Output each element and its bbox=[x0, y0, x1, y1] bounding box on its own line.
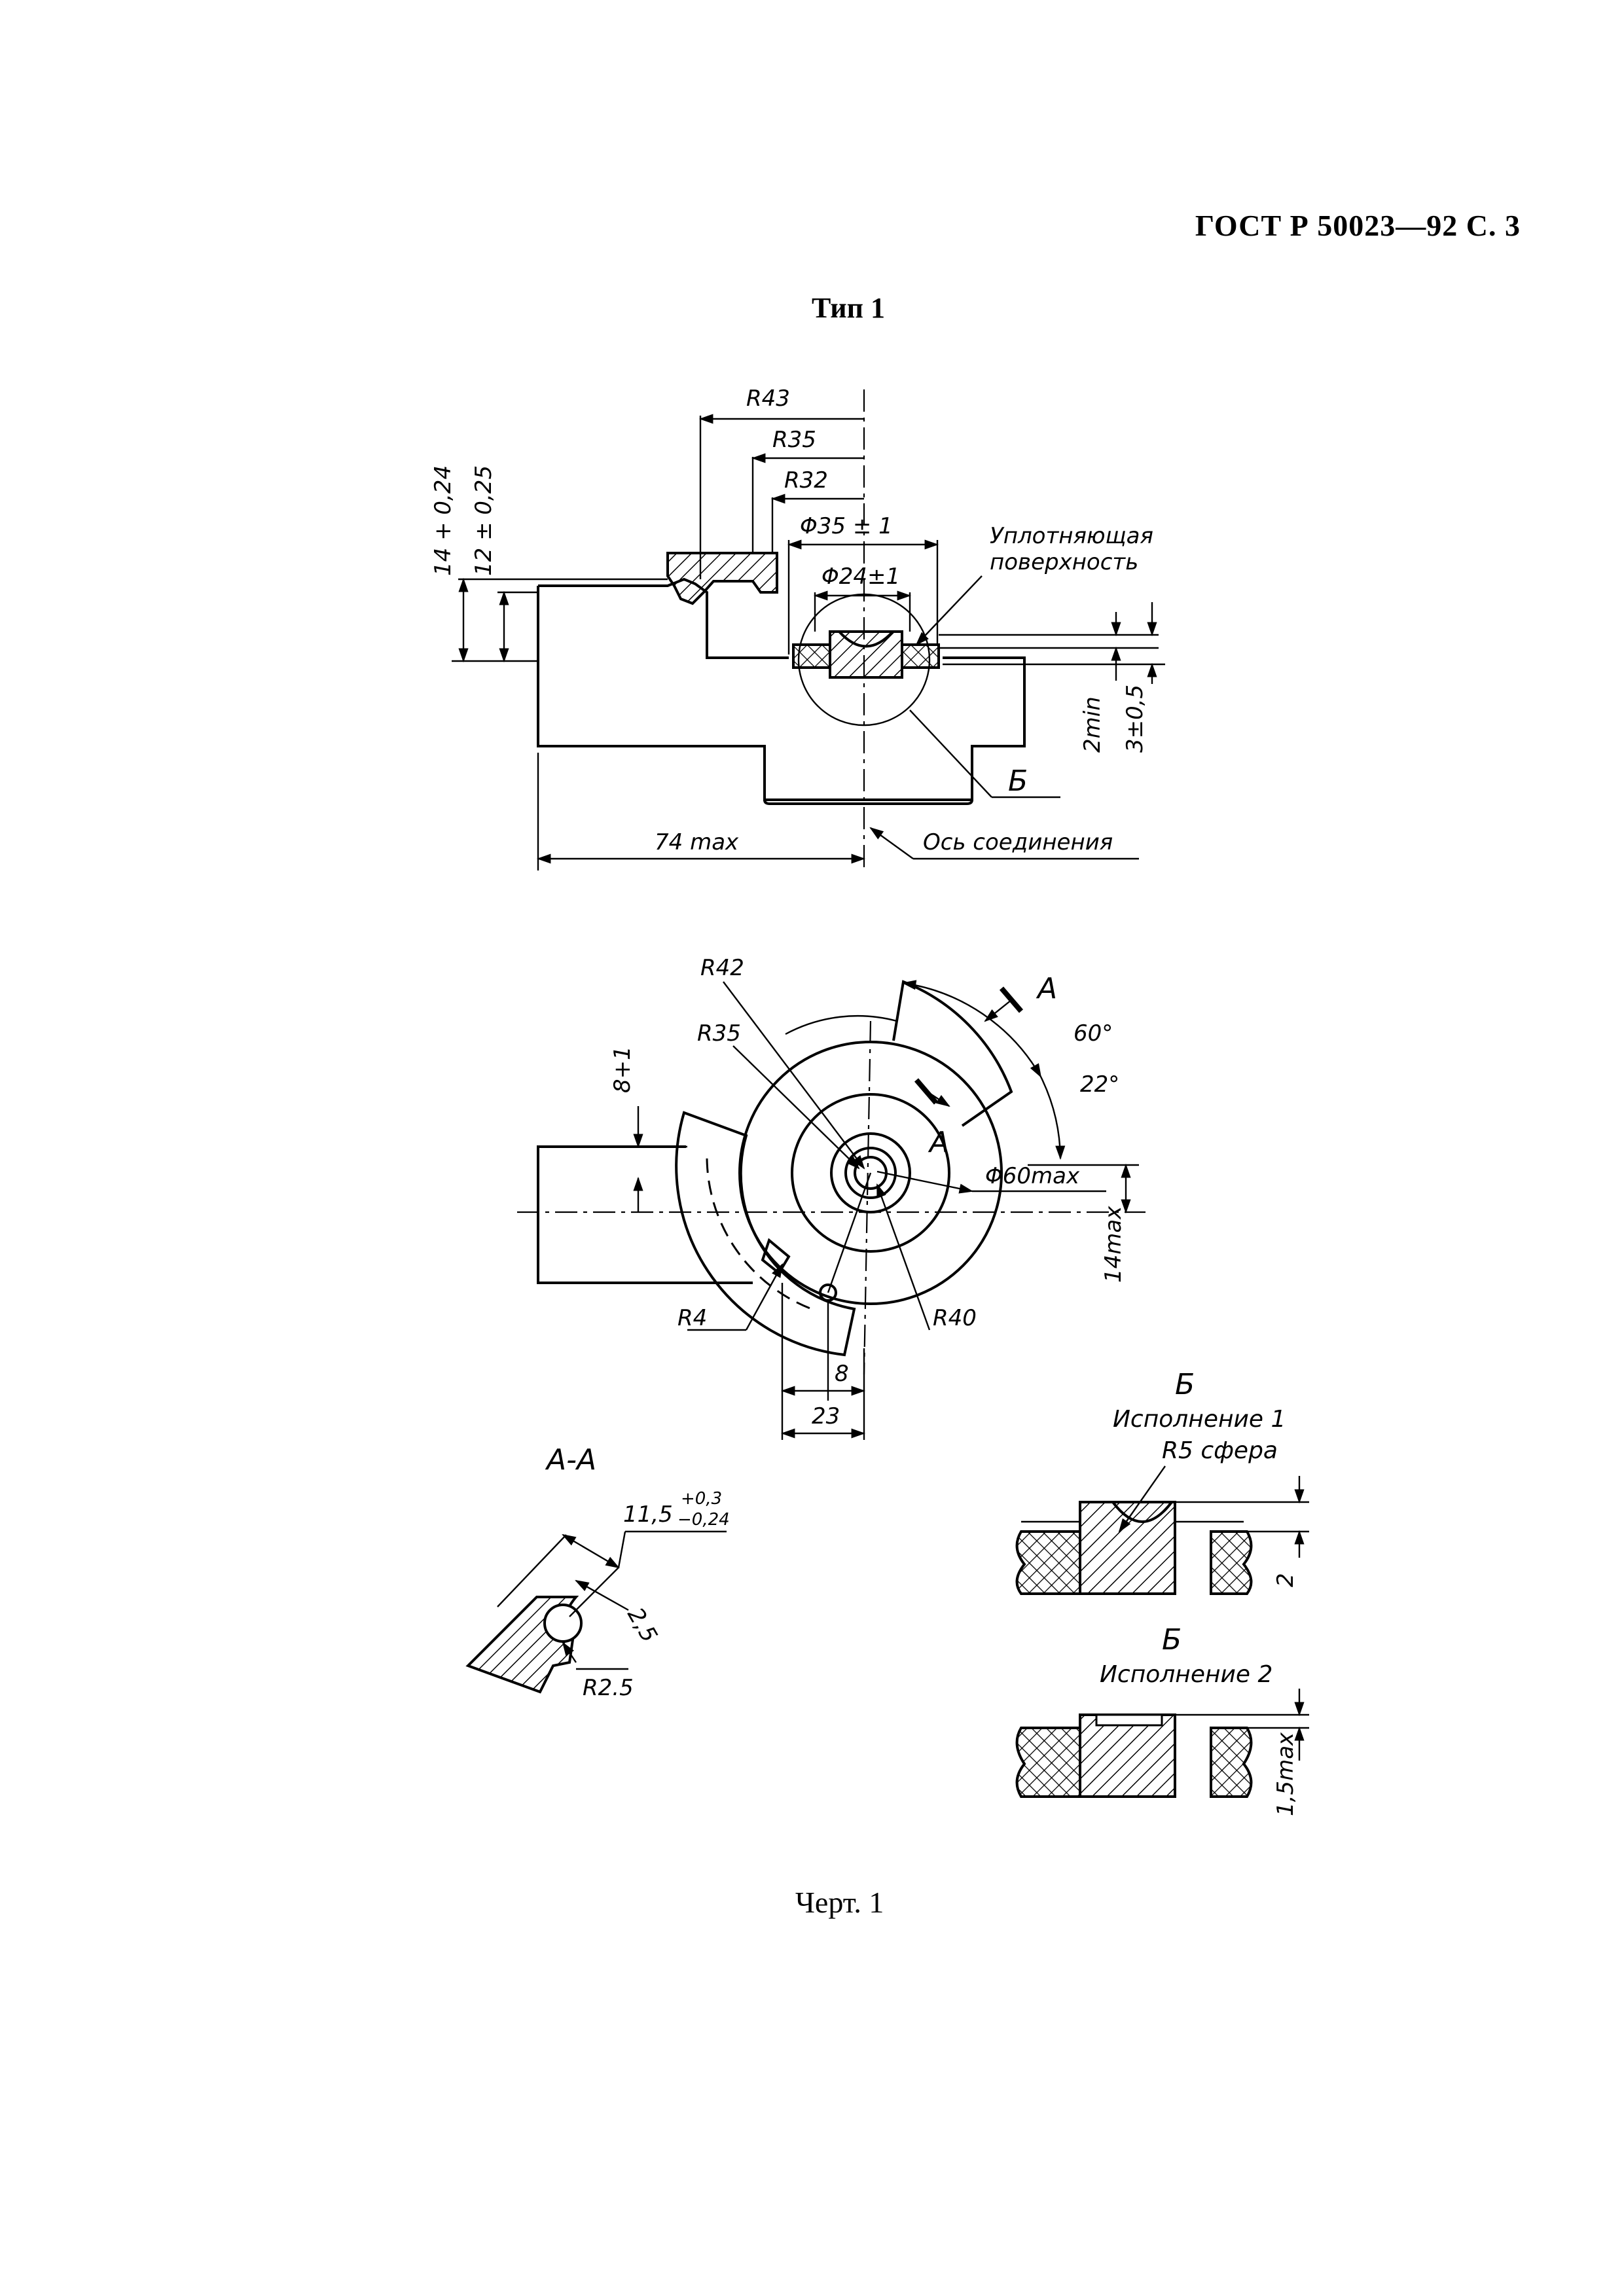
detail-b2-mark: Б bbox=[1162, 1623, 1182, 1657]
section-aa-dim-r2-5: R2.5 bbox=[583, 1675, 634, 1701]
type-title: Тип 1 bbox=[812, 292, 885, 324]
dim-14max-plan: 14max bbox=[1100, 1206, 1127, 1283]
section-aa-tol-lower: −0,24 bbox=[677, 1510, 730, 1530]
detail-b1-right-seal bbox=[1210, 1530, 1253, 1595]
detail-b-mark: Б bbox=[1008, 764, 1028, 798]
dim-r35: R35 bbox=[772, 427, 816, 453]
dim-h12: 12 ± 0,25 bbox=[471, 465, 497, 576]
bottom-boss-outline bbox=[763, 799, 973, 805]
top-view: R43 R35 R32 Φ35 ± 1 Φ24±1 Уплотняющая по… bbox=[430, 386, 1165, 870]
detail-b2-left-seal bbox=[1015, 1727, 1081, 1798]
section-mark-a-bottom: A bbox=[928, 1126, 949, 1159]
detail-b1-insert bbox=[1079, 1501, 1176, 1595]
seal-surface-label-2: поверхность bbox=[990, 549, 1138, 575]
dim-r4: R4 bbox=[677, 1305, 707, 1331]
section-aa-title: A-A bbox=[545, 1443, 596, 1477]
detail-b2: Б Исполнение 2 1,5max bbox=[1015, 1623, 1309, 1816]
detail-b1-sphere bbox=[1111, 1501, 1173, 1523]
dim-74max: 74 max bbox=[655, 829, 739, 855]
dim-r43: R43 bbox=[746, 386, 790, 412]
hidden-arc bbox=[706, 1158, 812, 1310]
dim-8plus1: 8+1 bbox=[609, 1046, 636, 1093]
dim-2min: 2min bbox=[1079, 696, 1106, 753]
dim-8-plan: 8 bbox=[835, 1361, 849, 1387]
center-insert bbox=[829, 630, 903, 679]
section-mark-a-top: A bbox=[1036, 972, 1057, 1005]
detail-b1-mark: Б bbox=[1175, 1368, 1195, 1401]
detail-b2-dim: 1,5max bbox=[1272, 1732, 1299, 1816]
axis-label: Ось соединения bbox=[923, 829, 1113, 855]
detail-b1-left-seal bbox=[1015, 1530, 1081, 1595]
section-aa-dim-11-5: 11,5 bbox=[623, 1501, 673, 1528]
dim-r40: R40 bbox=[933, 1305, 977, 1331]
dim-r35-plan: R35 bbox=[697, 1020, 741, 1047]
dim-h14: 14 + 0,24 bbox=[430, 465, 456, 576]
spherical-recess bbox=[838, 630, 894, 648]
dim-r42: R42 bbox=[700, 955, 744, 981]
dim-3: 3±0,5 bbox=[1122, 685, 1148, 753]
dim-angle-60: 60° bbox=[1074, 1020, 1113, 1047]
dim-d24: Φ24±1 bbox=[821, 564, 900, 590]
document-reference: ГОСТ Р 50023—92 С. 3 bbox=[1195, 209, 1521, 242]
section-aa-tol-upper: +0,3 bbox=[681, 1489, 722, 1509]
dim-r32: R32 bbox=[784, 467, 828, 493]
detail-b2-right-seal bbox=[1210, 1727, 1253, 1798]
figure-caption: Черт. 1 bbox=[795, 1886, 884, 1919]
detail-b2-flat bbox=[1095, 1713, 1163, 1727]
dim-d35: Φ35 ± 1 bbox=[800, 513, 893, 539]
detail-b2-title: Исполнение 2 bbox=[1100, 1661, 1272, 1688]
circle-seal-outer bbox=[844, 1147, 897, 1199]
seal-surface-label-1: Уплотняющая bbox=[990, 523, 1153, 549]
dim-23-plan: 23 bbox=[812, 1403, 840, 1429]
detail-b2-insert bbox=[1079, 1713, 1176, 1798]
dim-d60max: Φ60max bbox=[985, 1163, 1080, 1189]
hatched-flange bbox=[666, 552, 778, 605]
detail-b1-dim: 2 bbox=[1272, 1573, 1299, 1587]
vertical-axis bbox=[863, 1020, 872, 1375]
dim-angle-22: 22° bbox=[1080, 1071, 1119, 1098]
section-aa: A-A 11,5 +0,3 −0,24 2,5 R2.5 bbox=[465, 1443, 730, 1701]
pipe-left bbox=[537, 1145, 753, 1284]
detail-b1: Б Исполнение 1 R5 сфера 2 bbox=[1015, 1368, 1309, 1595]
arc-r42 bbox=[785, 1014, 897, 1035]
detail-b1-note: R5 сфера bbox=[1162, 1437, 1278, 1464]
circle-mid bbox=[791, 1093, 950, 1253]
plan-view: R42 R35 60° 22° A A Φ60max 14max bbox=[517, 955, 1146, 1440]
notch-r4 bbox=[761, 1238, 791, 1275]
coupling-body-outline bbox=[537, 577, 1026, 801]
seal-ring-right bbox=[901, 643, 940, 669]
radius-line bbox=[827, 1172, 872, 1293]
detail-b1-title: Исполнение 1 bbox=[1113, 1406, 1286, 1433]
pin-hole bbox=[819, 1283, 837, 1302]
